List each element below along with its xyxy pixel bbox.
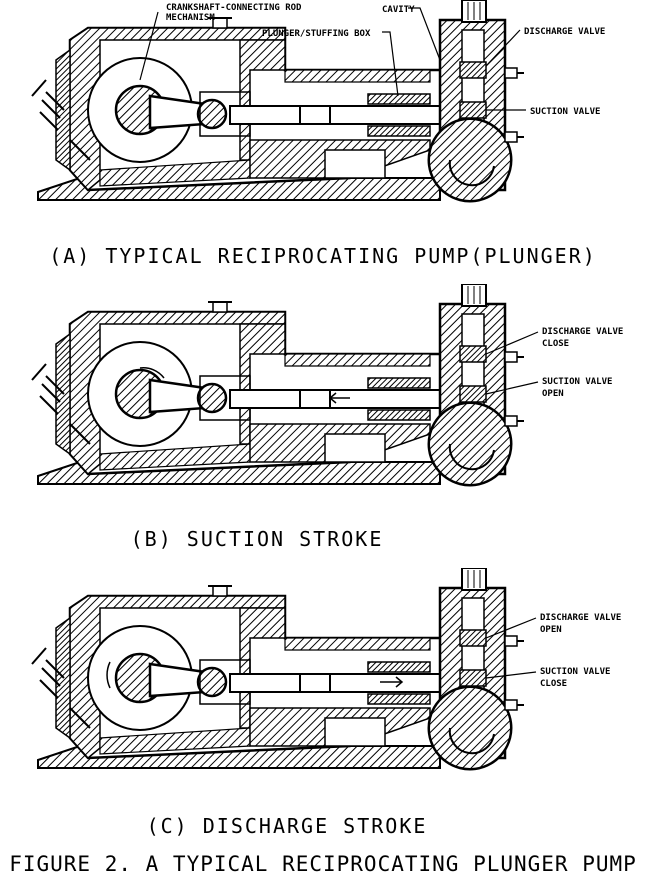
label-cavity: CAVITY (382, 5, 415, 15)
label-suction-valve-c: SUCTION VALVE (540, 667, 610, 677)
caption-c: (C) DISCHARGE STROKE (146, 814, 428, 838)
label-suction-valve: SUCTION VALVE (530, 107, 600, 117)
label-suction-valve-b: SUCTION VALVE (542, 377, 612, 387)
label-suction-state-b: OPEN (542, 389, 564, 399)
label-suction-state-c: CLOSE (540, 679, 567, 689)
label-plunger-stuffing-box: PLUNGER/STUFFING BOX (262, 29, 371, 39)
label-crankshaft-line1: CRANKSHAFT-CONNECTING ROD (166, 3, 302, 13)
panel-b-diagram: DISCHARGE VALVE CLOSE SUCTION VALVE OPEN (0, 284, 646, 499)
label-discharge-state-b: CLOSE (542, 339, 569, 349)
label-discharge-valve-b: DISCHARGE VALVE (542, 327, 623, 337)
label-discharge-state-c: OPEN (540, 625, 562, 635)
panel-a-diagram: CRANKSHAFT-CONNECTING ROD MECHANISM CAVI… (0, 0, 646, 215)
caption-b: (B) SUCTION STROKE (130, 527, 384, 551)
caption-a: (A) TYPICAL RECIPROCATING PUMP(PLUNGER) (49, 244, 597, 268)
label-crankshaft-line2: MECHANISM (166, 13, 215, 23)
label-discharge-valve: DISCHARGE VALVE (524, 27, 605, 37)
figure-caption: FIGURE 2. A TYPICAL RECIPROCATING PLUNGE… (9, 852, 637, 876)
panel-c-diagram: DISCHARGE VALVE OPEN SUCTION VALVE CLOSE (0, 568, 646, 783)
label-discharge-valve-c: DISCHARGE VALVE (540, 613, 621, 623)
